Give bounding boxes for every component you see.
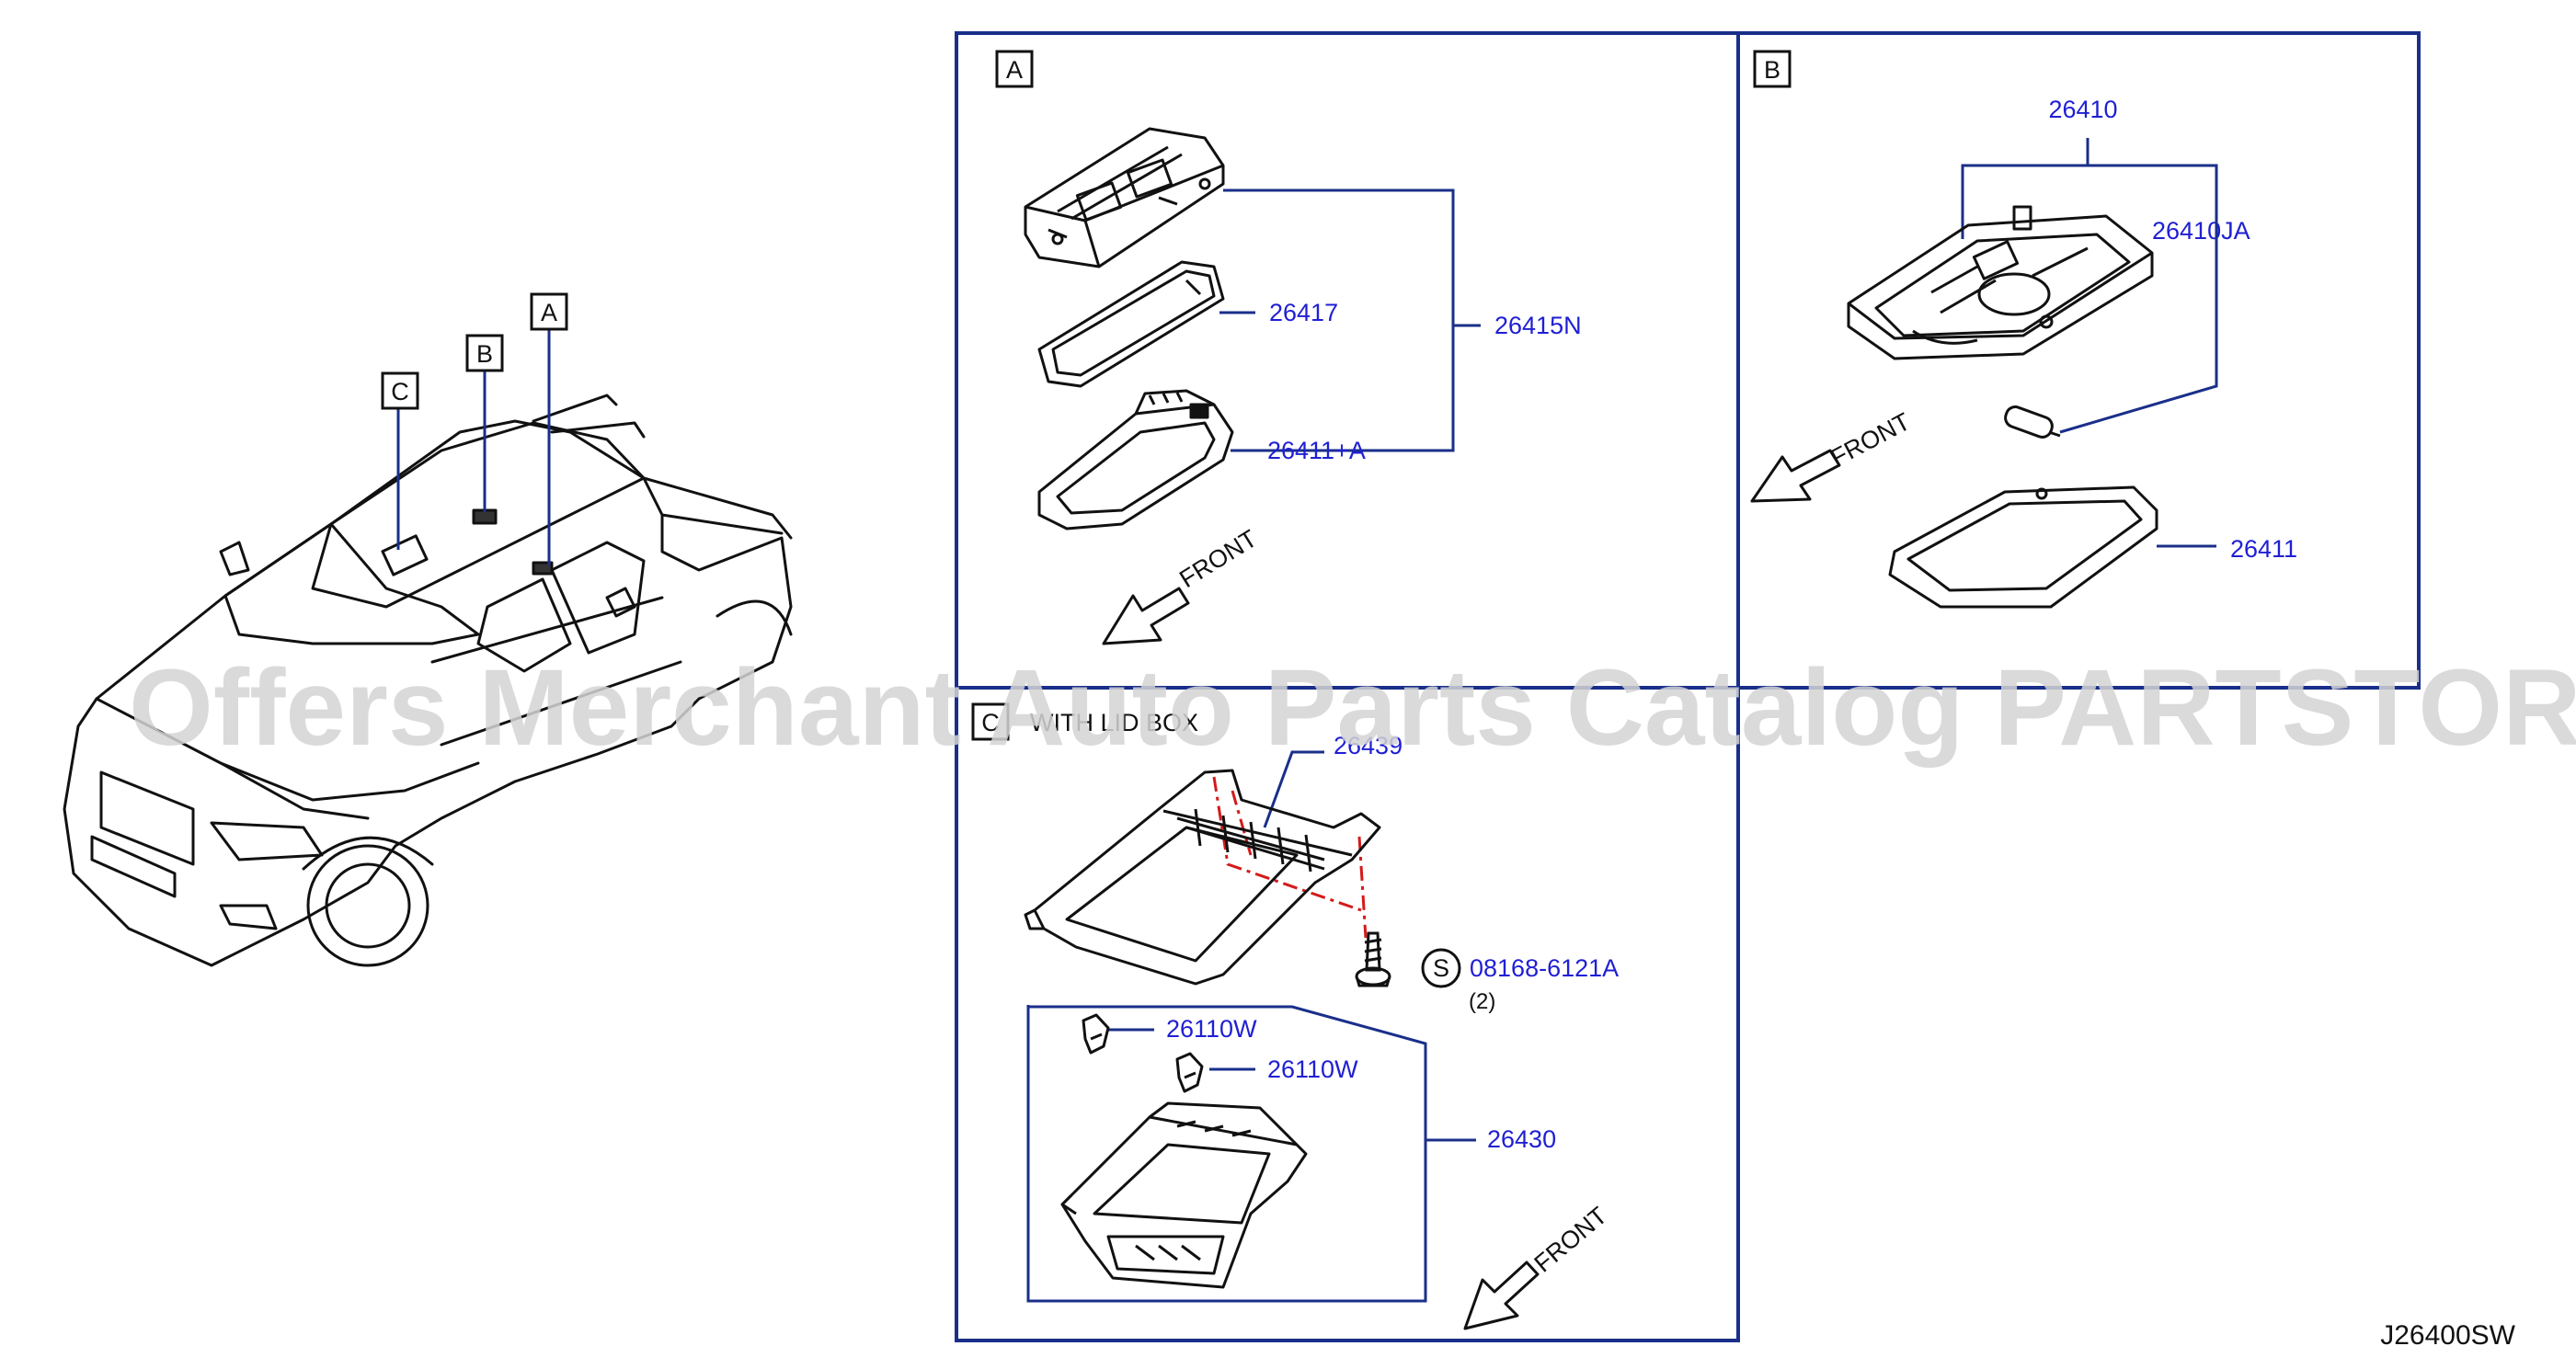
- watermark: Offers Merchant Auto Parts Catalog PARTS…: [129, 647, 2576, 769]
- panel-a-leaders: [1219, 188, 1481, 452]
- panel-c: C WITH LID BOX 26439 S 08168-6121A (2) 2…: [971, 702, 1619, 1330]
- part-26110w-label-1: 26110W: [1166, 1015, 1257, 1043]
- panel-a-label: A: [1006, 56, 1023, 84]
- vehicle-callout-b: B: [465, 334, 504, 372]
- lid-box: [1060, 1101, 1308, 1289]
- vehicle-callout-leaders: [396, 328, 551, 565]
- vehicle-callout-a: A: [530, 292, 568, 331]
- panel-b-leaders: [1961, 138, 2218, 548]
- panel-c-leaders: [1026, 750, 1476, 1303]
- install-lines: [1212, 776, 1368, 939]
- dome-lamp-housing: [1847, 205, 2154, 360]
- front-arrow-b: FRONT: [1750, 407, 1915, 503]
- vehicle-callout-c: C: [381, 371, 419, 410]
- part-26415n-label: 26415N: [1494, 312, 1582, 339]
- screw-symbol: S: [1433, 954, 1449, 982]
- screw-qty: (2): [1469, 989, 1495, 1014]
- vehicle-callout-a-label: A: [541, 299, 557, 326]
- part-26410ja-label: 26410JA: [2152, 217, 2250, 245]
- front-arrow-a: FRONT: [1102, 524, 1262, 645]
- part-26417-label: 26417: [1269, 299, 1338, 326]
- map-lamp-housing: [1024, 127, 1225, 268]
- front-arrow-c: FRONT: [1463, 1202, 1613, 1330]
- front-label-c: FRONT: [1529, 1202, 1613, 1278]
- part-26410-label: 26410: [2048, 96, 2117, 123]
- part-26411-label: 26411: [2230, 535, 2297, 563]
- panel-b: B 26410 26410JA 26411: [1750, 50, 2297, 609]
- panel-frames: [955, 31, 2421, 1342]
- diagram-code: J26400SW: [2380, 1320, 2515, 1351]
- switch-plate: [1037, 260, 1225, 388]
- part-26411a-label: 26411+A: [1267, 437, 1366, 464]
- panel-c-label: C: [981, 709, 1000, 736]
- clip-icon-1: [1082, 1013, 1110, 1055]
- panel-c-title: WITH LID BOX: [1030, 709, 1198, 736]
- front-label-b: FRONT: [1826, 407, 1915, 472]
- lens-a: [1037, 389, 1234, 530]
- screw-icon: [1355, 931, 1391, 987]
- vehicle-callout-b-label: B: [476, 340, 493, 368]
- bulb-icon: [2004, 405, 2061, 439]
- lid-box-bracket: [1024, 769, 1381, 986]
- screw-symbol-circle: [1421, 948, 1461, 988]
- part-26110w-label-2: 26110W: [1267, 1055, 1358, 1083]
- front-label-a: FRONT: [1174, 524, 1262, 593]
- panel-b-label: B: [1764, 56, 1780, 84]
- clip-icon-2: [1175, 1052, 1204, 1093]
- panel-a: A: [995, 50, 1582, 645]
- part-26430-label: 26430: [1487, 1125, 1556, 1153]
- part-26439-label: 26439: [1334, 732, 1402, 759]
- vehicle-callout-c-label: C: [391, 378, 409, 405]
- part-08168-label: 08168-6121A: [1470, 954, 1619, 982]
- dome-lens: [1888, 485, 2158, 609]
